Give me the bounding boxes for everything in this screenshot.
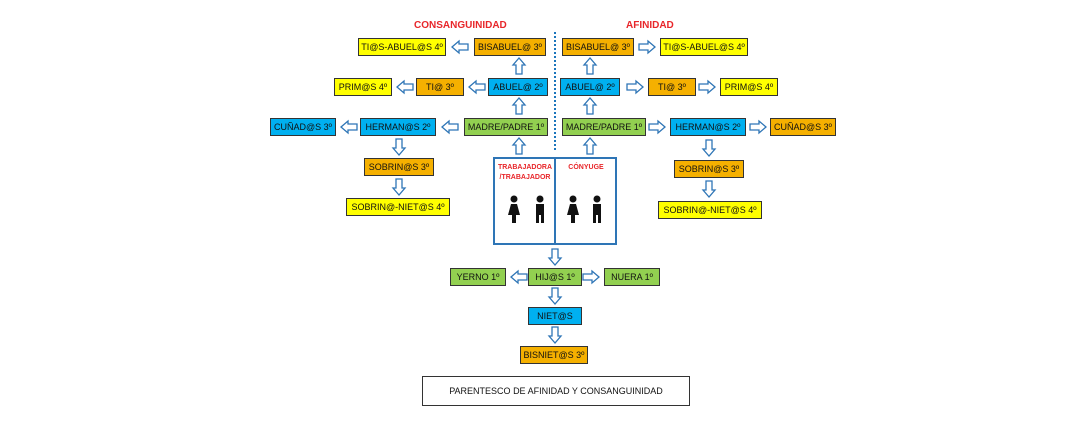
arrow-left-icon bbox=[396, 79, 414, 95]
node-abuelos-left: ABUEL@ 2º bbox=[488, 78, 548, 96]
node-bisabuelos-right: BISABUEL@ 3º bbox=[562, 38, 634, 56]
node-sobrinos-left: SOBRIN@S 3º bbox=[364, 158, 434, 176]
arrow-left-icon bbox=[451, 39, 469, 55]
male-person-icon bbox=[593, 195, 601, 223]
node-tios-abuelos-right: TI@S-ABUEL@S 4º bbox=[660, 38, 748, 56]
node-cunados-left: CUÑAD@S 3º bbox=[270, 118, 336, 136]
arrow-right-icon bbox=[648, 119, 666, 135]
node-hermanos-right: HERMAN@S 2º bbox=[670, 118, 746, 136]
arrow-down-icon bbox=[547, 287, 563, 305]
node-hijos: HIJ@S 1º bbox=[528, 268, 582, 286]
node-sobrinos-nietos-left: SOBRIN@-NIET@S 4º bbox=[346, 198, 450, 216]
node-sobrinos-nietos-right: SOBRIN@-NIET@S 4º bbox=[658, 201, 762, 219]
arrow-down-icon bbox=[391, 178, 407, 196]
arrow-right-icon bbox=[749, 119, 767, 135]
arrow-down-icon bbox=[547, 326, 563, 344]
node-tios-right: TI@ 3º bbox=[648, 78, 696, 96]
node-bisnietos: BISNIET@S 3º bbox=[520, 346, 588, 364]
arrow-up-icon bbox=[582, 137, 598, 155]
trabajador-label: TRABAJADORA /TRABAJADOR bbox=[497, 163, 553, 183]
node-tios-abuelos-left: TI@S-ABUEL@S 4º bbox=[358, 38, 446, 56]
female-person-icon bbox=[508, 195, 520, 223]
trabajador-label-line1: TRABAJADORA bbox=[497, 164, 553, 171]
node-bisabuelos-left: BISABUEL@ 3º bbox=[474, 38, 546, 56]
arrow-down-icon bbox=[391, 138, 407, 156]
couple-box: TRABAJADORA /TRABAJADOR CÓNYUGE bbox=[493, 157, 617, 245]
arrow-down-icon bbox=[701, 180, 717, 198]
arrow-left-icon bbox=[340, 119, 358, 135]
male-person-icon bbox=[536, 195, 544, 223]
header-consanguinidad: CONSANGUINIDAD bbox=[414, 20, 507, 31]
node-madre-padre-right: MADRE/PADRE 1º bbox=[562, 118, 646, 136]
node-madre-padre-left: MADRE/PADRE 1º bbox=[464, 118, 548, 136]
header-afinidad: AFINIDAD bbox=[626, 20, 674, 31]
node-sobrinos-right: SOBRIN@S 3º bbox=[674, 160, 744, 178]
arrow-up-icon bbox=[582, 57, 598, 75]
arrow-left-icon bbox=[441, 119, 459, 135]
arrow-up-icon bbox=[511, 57, 527, 75]
node-yerno: YERNO 1º bbox=[450, 268, 506, 286]
node-abuelos-right: ABUEL@ 2º bbox=[560, 78, 620, 96]
node-primos-right: PRIM@S 4º bbox=[720, 78, 778, 96]
arrow-up-icon bbox=[511, 97, 527, 115]
node-tios-left: TI@ 3º bbox=[416, 78, 464, 96]
arrow-right-icon bbox=[582, 269, 600, 285]
node-primos-left: PRIM@S 4º bbox=[334, 78, 392, 96]
arrow-right-icon bbox=[626, 79, 644, 95]
arrow-up-icon bbox=[582, 97, 598, 115]
arrow-down-icon bbox=[547, 248, 563, 266]
node-cunados-right: CUÑAD@S 3º bbox=[770, 118, 836, 136]
arrow-down-icon bbox=[701, 139, 717, 157]
node-hermanos-left: HERMAN@S 2º bbox=[360, 118, 436, 136]
arrow-up-icon bbox=[511, 137, 527, 155]
couple-divider bbox=[554, 159, 556, 243]
trabajador-label-line2: /TRABAJADOR bbox=[499, 174, 551, 181]
arrow-right-icon bbox=[698, 79, 716, 95]
female-person-icon bbox=[567, 195, 579, 223]
arrow-left-icon bbox=[510, 269, 528, 285]
arrow-left-icon bbox=[468, 79, 486, 95]
diagram-caption: PARENTESCO DE AFINIDAD Y CONSANGUINIDAD bbox=[422, 376, 690, 406]
conyuge-label: CÓNYUGE bbox=[568, 164, 604, 171]
arrow-right-icon bbox=[638, 39, 656, 55]
node-nietos: NIET@S bbox=[528, 307, 582, 325]
node-nuera: NUERA 1º bbox=[604, 268, 660, 286]
persons-group bbox=[508, 195, 601, 223]
separator-line bbox=[554, 32, 556, 150]
